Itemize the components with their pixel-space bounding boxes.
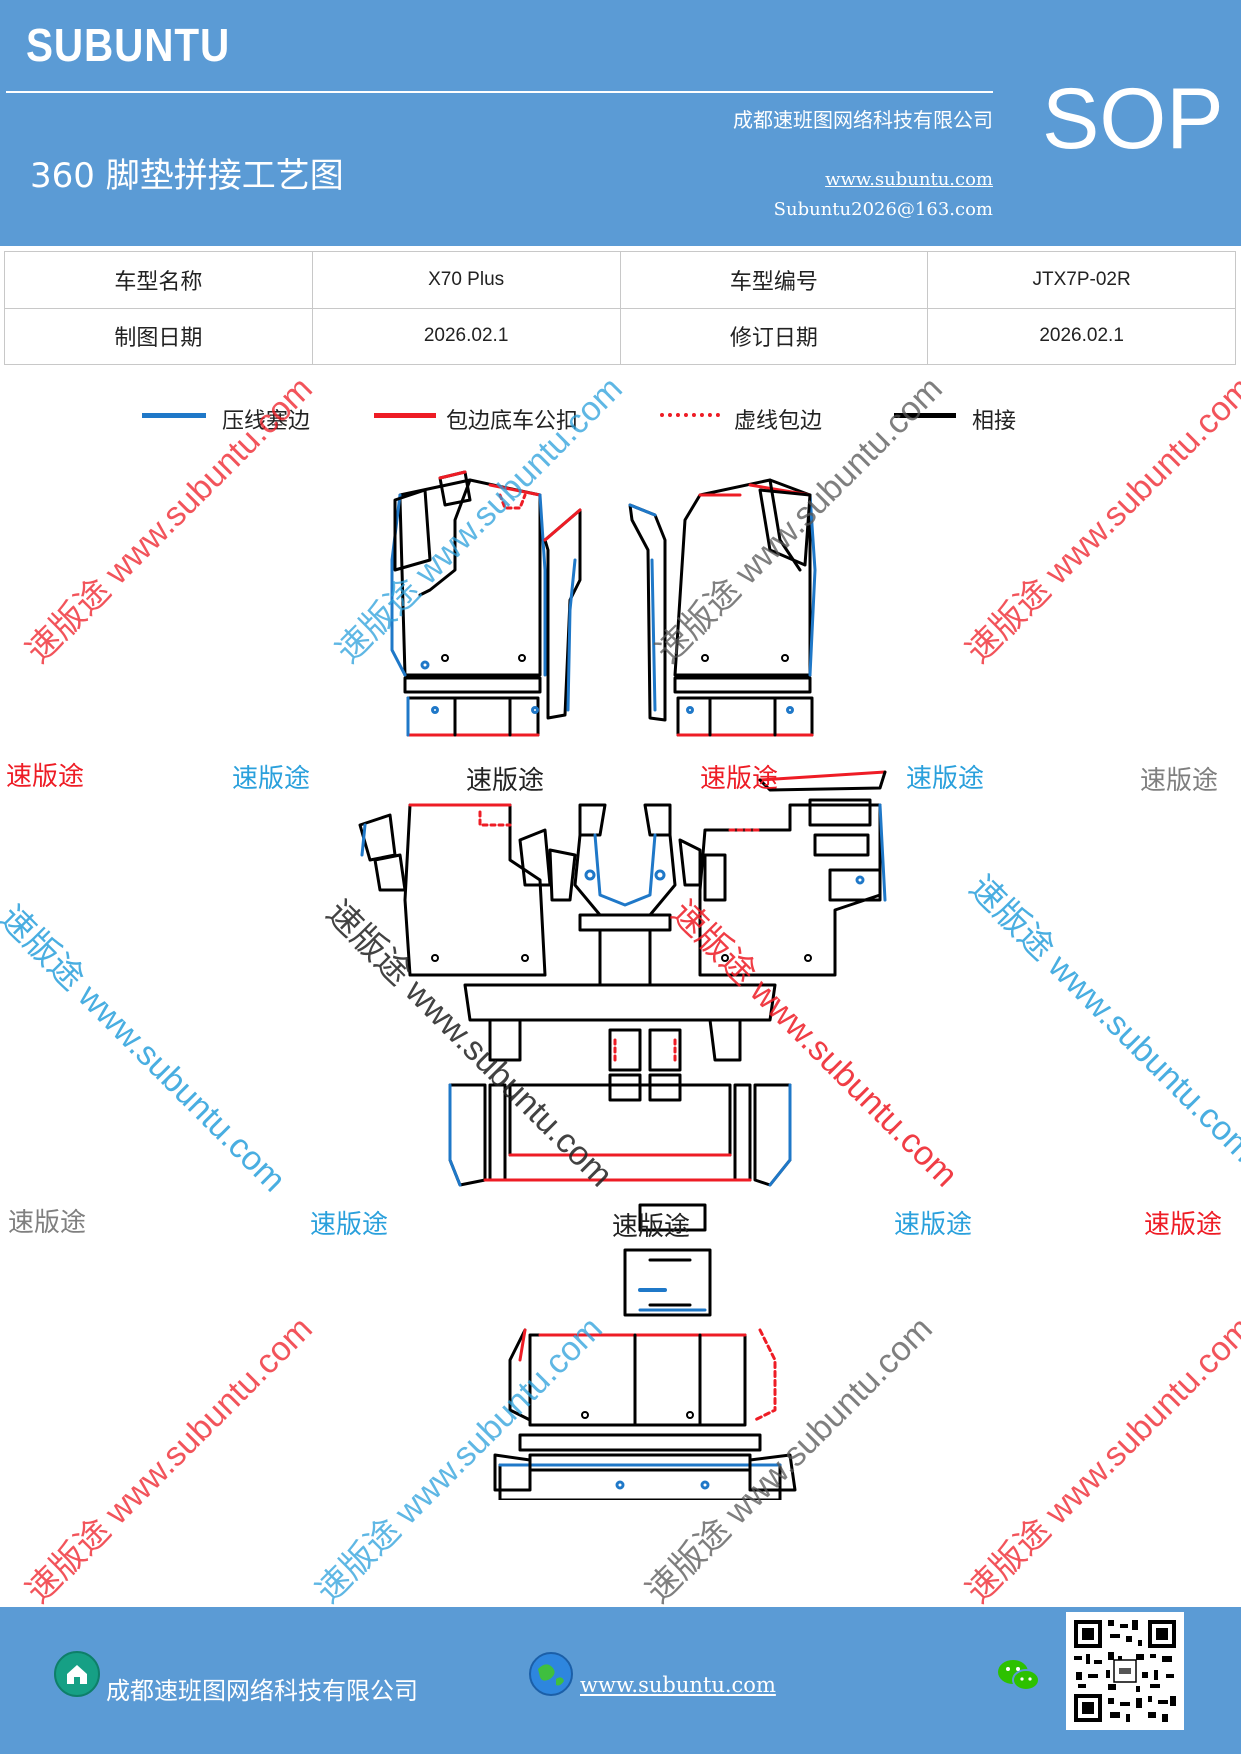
front-left-mat [390, 470, 582, 737]
legend-swatch-dashed [660, 413, 720, 417]
floor-mat-diagram [358, 470, 887, 1500]
table-cell: 制图日期 [4, 307, 313, 365]
qr-code[interactable] [1066, 1612, 1184, 1730]
header-company: 成都速班图网络科技有限公司 [733, 108, 993, 132]
table-row: 车型名称 X70 Plus 车型编号 JTX7P-02R [4, 251, 1236, 309]
page-title: 360 脚垫拼接工艺图 [30, 156, 344, 196]
second-row-mat [448, 983, 792, 1187]
line-legend: 压线塞边 包边底车公扣 虚线包边 相接 [0, 403, 1241, 439]
table-cell: 修订日期 [619, 307, 929, 365]
table-cell: 2026.02.1 [311, 307, 621, 365]
globe-icon [529, 1652, 573, 1696]
table-row: 制图日期 2026.02.1 修订日期 2026.02.1 [4, 307, 1236, 365]
legend-swatch-black [894, 413, 956, 418]
legend-label: 虚线包边 [734, 409, 823, 434]
header-website-link[interactable]: www.subuntu.com [825, 169, 993, 190]
rear-trunk-mat [493, 1203, 797, 1500]
legend-swatch-red [374, 413, 436, 418]
table-cell: 2026.02.1 [927, 307, 1236, 365]
header-email: Subuntu2026@163.com [773, 199, 993, 220]
footer-website-link[interactable]: www.subuntu.com [580, 1673, 776, 1697]
wechat-icon [998, 1660, 1040, 1691]
legend-label: 相接 [972, 409, 1017, 434]
middle-row-mats [358, 770, 887, 987]
front-right-mat [628, 478, 817, 737]
brand-logo: SUBUNTU [26, 19, 231, 71]
vehicle-info-table: 车型名称 X70 Plus 车型编号 JTX7P-02R 制图日期 2026.0… [4, 251, 1236, 365]
legend-label: 包边底车公扣 [446, 409, 579, 434]
legend-label: 压线塞边 [222, 409, 311, 434]
table-cell: JTX7P-02R [927, 251, 1236, 309]
home-icon [54, 1651, 100, 1697]
footer-banner: 成都速班图网络科技有限公司 www.subuntu.com [0, 1607, 1241, 1754]
footer-company: 成都速班图网络科技有限公司 [106, 1677, 418, 1705]
header-banner: SUBUNTU 成都速班图网络科技有限公司 360 脚垫拼接工艺图 www.su… [0, 0, 1241, 246]
table-cell: 车型名称 [4, 251, 313, 309]
table-cell: 车型编号 [619, 251, 929, 309]
legend-swatch-blue [142, 413, 206, 418]
header-divider [6, 91, 993, 93]
sop-badge: SOP [1042, 71, 1224, 167]
table-cell: X70 Plus [311, 251, 621, 309]
